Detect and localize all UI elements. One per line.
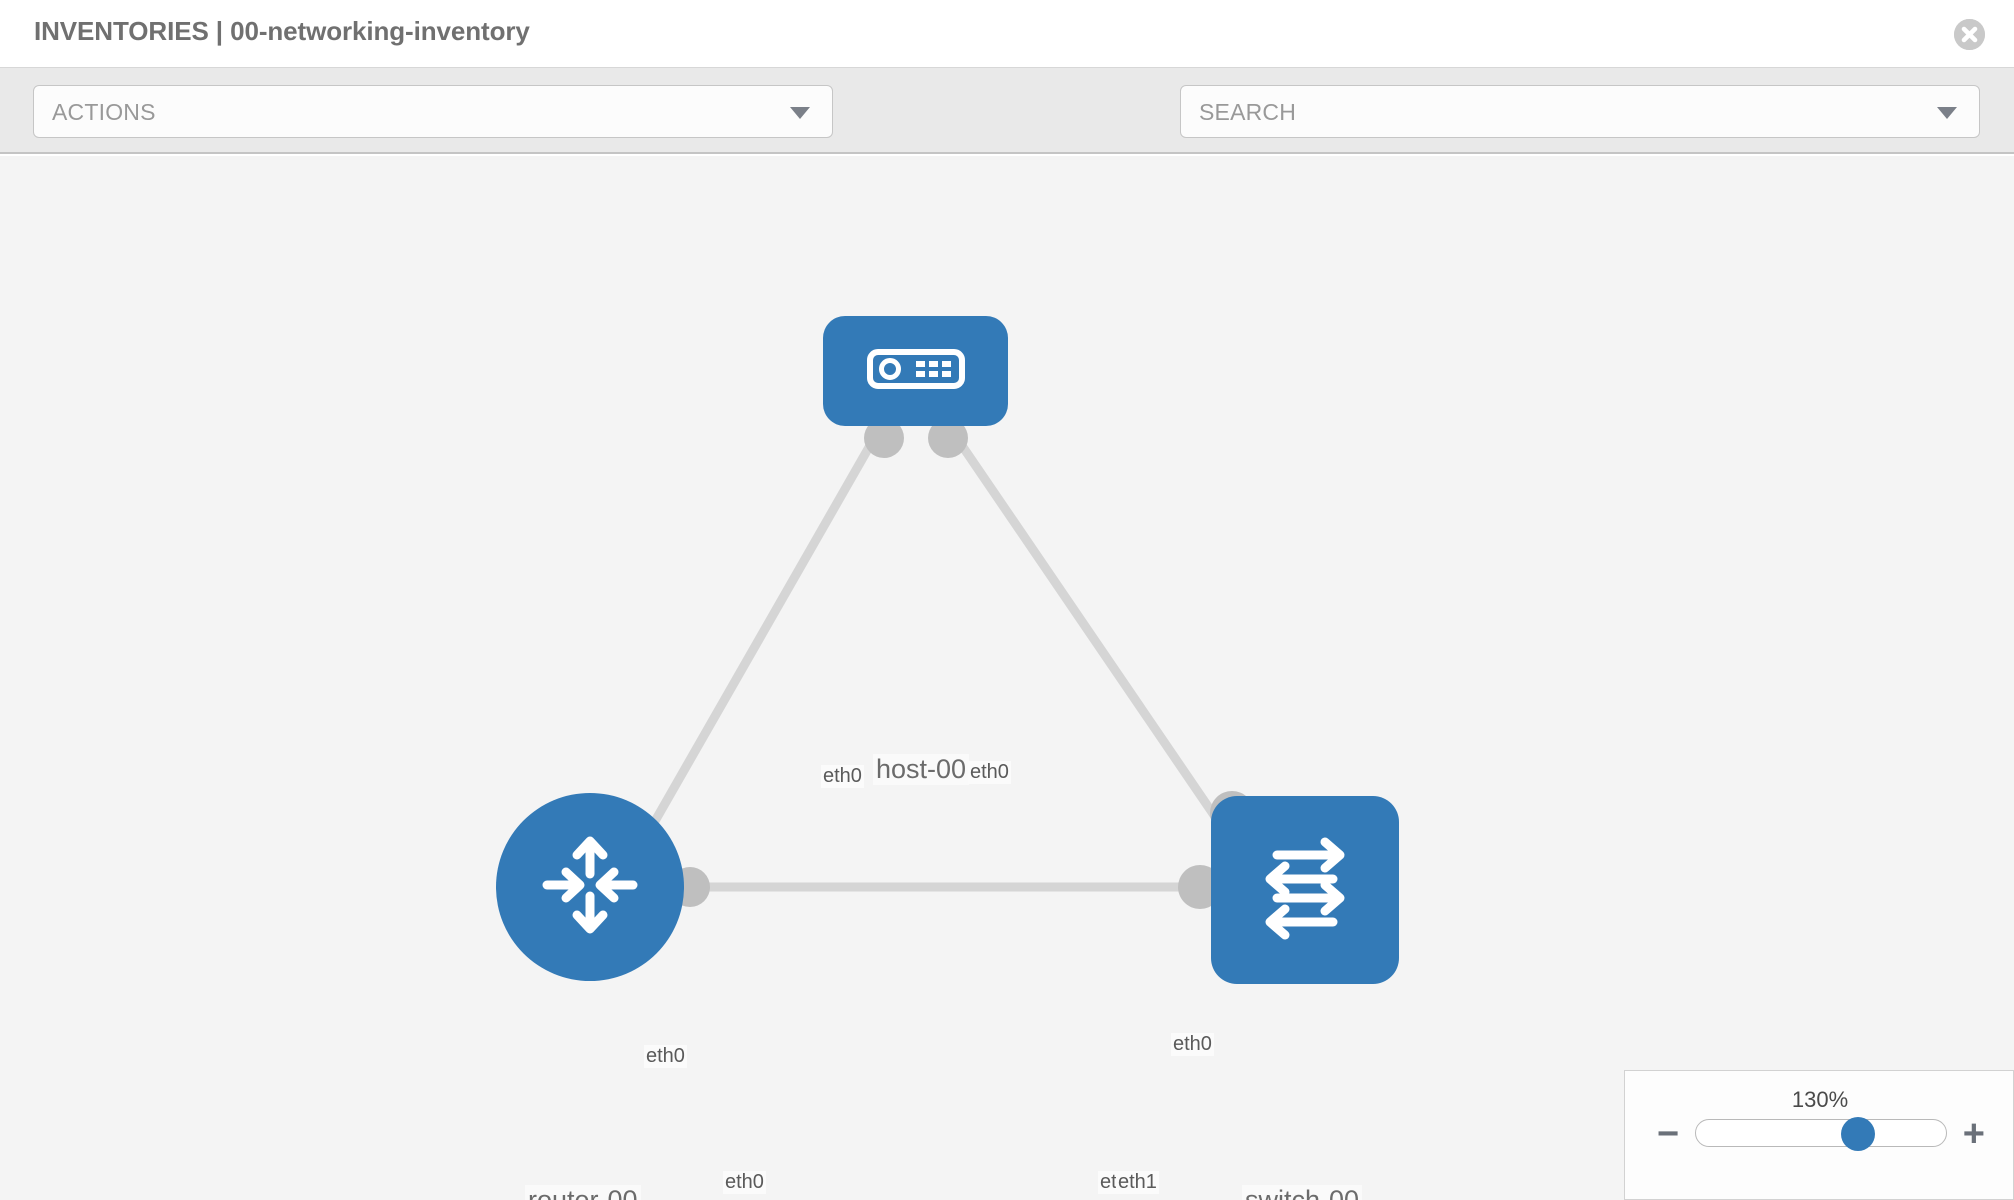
server-icon: [866, 345, 965, 398]
toolbar: ACTIONS SEARCH: [0, 68, 2014, 200]
actions-dropdown[interactable]: ACTIONS: [33, 85, 833, 138]
search-input[interactable]: SEARCH: [1180, 85, 1980, 138]
topology-graph: [630, 418, 1254, 909]
switch-arrows-icon: [1247, 830, 1363, 951]
plus-icon[interactable]: +: [1962, 1113, 1985, 1155]
port-label-host-left: eth0: [821, 765, 864, 788]
node-switch-00[interactable]: [1211, 796, 1399, 984]
chevron-down-icon: [790, 107, 810, 119]
page-title: INVENTORIES | 00-networking-inventory: [34, 16, 530, 46]
node-router-00-shape[interactable]: [496, 793, 684, 981]
search-placeholder: SEARCH: [1199, 99, 1297, 125]
zoom-level-value: 130%: [1791, 1087, 1849, 1112]
topology-canvas[interactable]: host-00 router-00: [0, 156, 2014, 1200]
node-router-00-label: router-00: [525, 1185, 641, 1200]
node-host-00[interactable]: [823, 316, 1008, 426]
port-label-router-right: eth0: [723, 1171, 766, 1194]
node-host-00-label: host-00: [873, 754, 970, 785]
zoom-control-panel: 130% − +: [1624, 1070, 2014, 1200]
page-header: INVENTORIES | 00-networking-inventory: [0, 0, 2014, 68]
port-label-switch-up: eth0: [1171, 1033, 1214, 1056]
link-host00-router00: [630, 423, 885, 861]
port-label-host-right: eth0: [968, 761, 1011, 784]
actions-dropdown-label: ACTIONS: [52, 99, 156, 125]
minus-icon[interactable]: −: [1657, 1113, 1680, 1155]
zoom-slider-thumb[interactable]: [1841, 1117, 1875, 1151]
node-switch-00-shape[interactable]: [1211, 796, 1399, 984]
zoom-slider[interactable]: [1695, 1117, 1947, 1151]
link-host00-switch00: [945, 423, 1240, 851]
port-nub-host-left: [864, 418, 904, 458]
router-arrows-icon: [535, 830, 645, 945]
port-nub-host-right: [928, 418, 968, 458]
port-label-switch-left-front: eth1: [1116, 1171, 1159, 1194]
port-label-router-up: eth0: [644, 1045, 687, 1068]
node-switch-00-label: switch-00: [1242, 1185, 1363, 1200]
node-host-00-shape[interactable]: [823, 316, 1008, 426]
chevron-down-icon: [1937, 107, 1957, 119]
node-router-00[interactable]: [496, 793, 684, 981]
close-icon[interactable]: [1954, 19, 1985, 50]
